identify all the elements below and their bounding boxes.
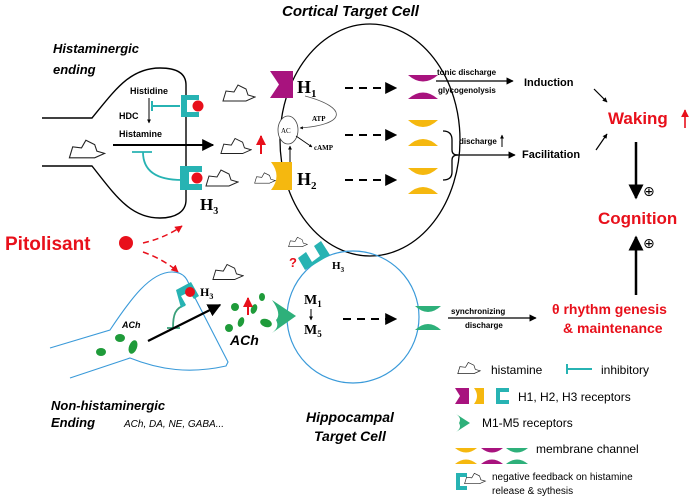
legend-inhibitory-label: inhibitory [601, 363, 649, 377]
legend-histamine-icon [457, 361, 481, 375]
h3-autoreceptor-lower [180, 166, 202, 190]
histamine-label: Histamine [119, 129, 162, 139]
hdc-label: HDC [119, 111, 139, 121]
histamine-feedback-icon [205, 169, 239, 187]
h2-label: H2 [297, 169, 317, 192]
h2-receptor [271, 162, 292, 190]
induction-to-waking-arrow [593, 88, 608, 103]
pitolisant-bound-nonhist [185, 287, 195, 297]
cortical-title: Cortical Target Cell [282, 3, 420, 20]
h2-channel-upper [408, 120, 438, 146]
ac-enzyme [277, 115, 299, 145]
h3-heteroreceptor-label: H3 [200, 285, 213, 301]
histaminergic-title: Histaminergic [53, 41, 140, 56]
legend-inhibitory-icon [566, 364, 592, 374]
histamine-to-h1-icon [222, 84, 256, 102]
nonhist-terminal [49, 271, 229, 379]
h1-receptor [270, 71, 293, 98]
hippocampal-cell [286, 250, 420, 384]
inhibitory-synthesis [151, 101, 180, 111]
pitolisant-label: Pitolisant [5, 234, 91, 255]
legend-h2-icon [474, 388, 484, 404]
question-mark: ? [289, 255, 297, 270]
legend-receptors-label: H1, H2, H3 receptors [518, 390, 631, 404]
nonhist-transmitters: ACh, DA, NE, GABA... [123, 419, 224, 430]
discharge-label: discharge [459, 137, 497, 146]
legend-h1-icon [455, 388, 469, 404]
ac-to-camp-arrow [295, 135, 313, 148]
histamine-free-icon [212, 263, 244, 281]
ach-outside-label: ACh [229, 332, 259, 348]
ach-vesicles-inside [96, 334, 138, 356]
m-channel [415, 306, 441, 330]
cortical-cell [279, 23, 461, 257]
plus-icon-upper: ⊕ [643, 183, 655, 199]
synchronizing-label: synchronizing [451, 307, 505, 316]
inhibitory-release [132, 151, 183, 181]
h3-autoreceptor-upper [181, 95, 199, 117]
pitolisant-icon [119, 236, 133, 250]
h3-autoreceptor-label: H3 [200, 195, 218, 217]
tonic-discharge-label: tonic discharge [437, 68, 497, 77]
induction-label: Induction [524, 77, 574, 89]
waking-label: Waking [608, 109, 668, 128]
ach-vesicles-released [225, 293, 272, 332]
glycogenolysis-label: glycogenolysis [438, 86, 496, 95]
ach-inside-label: ACh [121, 320, 141, 330]
nonhist-title: Non-histaminergic [51, 398, 166, 413]
nonhist-title-2: Ending [51, 415, 95, 430]
pitolisant-bound-lower [191, 172, 203, 184]
h2-channel-lower [408, 168, 438, 194]
facilitation-to-waking-arrow [595, 133, 608, 151]
legend-feedback-label: negative feedback on histamine [492, 472, 633, 483]
legend-histamine-label: histamine [491, 363, 543, 377]
h1-label: H1 [297, 77, 317, 100]
legend-m-label: M1-M5 receptors [482, 416, 573, 430]
camp-label: cAMP [314, 144, 334, 152]
hippocampal-title-2: Target Cell [314, 428, 387, 444]
legend-feedback-icon [456, 473, 467, 490]
histidine-label: Histidine [130, 86, 168, 96]
pitolisant-to-nonhist-arrow [142, 251, 179, 273]
legend: histamine inhibitory H1, H2, H3 receptor… [455, 361, 649, 497]
hippocampal-title: Hippocampal [306, 409, 395, 425]
released-histamine-icon [220, 137, 252, 155]
pitolisant-bound-upper [192, 100, 204, 112]
legend-channel-icon [455, 448, 528, 464]
theta-label-2: & maintenance [563, 320, 663, 336]
sync-discharge-label: discharge [465, 321, 503, 330]
legend-channel-label: membrane channel [536, 442, 639, 456]
h3-hippocampal-receptor [298, 241, 330, 270]
m5-label: M5 [304, 323, 322, 339]
histamine-hippocampal-icon [288, 236, 308, 248]
histamine-bound-h2 [254, 171, 276, 185]
pitolisant-to-histaminergic-arrow [142, 225, 183, 244]
h1-to-ac-path [299, 95, 337, 130]
legend-feedback-histamine-icon [464, 472, 486, 485]
plus-icon-lower: ⊕ [643, 235, 655, 251]
h3-hippocampal-label: H3 [332, 260, 345, 274]
h1-channel [408, 75, 438, 99]
ac-label: AC [281, 127, 291, 135]
histaminergic-terminal [42, 67, 187, 219]
facilitation-label: Facilitation [522, 149, 580, 161]
legend-feedback-label-2: release & sythesis [492, 486, 573, 497]
cognition-label: Cognition [598, 209, 677, 228]
theta-label: θ rhythm genesis [552, 301, 667, 317]
histamine-vesicle-icon [68, 139, 106, 159]
legend-h3-icon [496, 388, 509, 404]
m1-label: M1 [304, 293, 322, 309]
atp-label: ATP [312, 115, 326, 123]
legend-m-icon [456, 414, 470, 432]
ach-release-arrow [147, 304, 222, 342]
m-receptor [272, 300, 296, 333]
histaminergic-title-2: ending [53, 62, 96, 77]
